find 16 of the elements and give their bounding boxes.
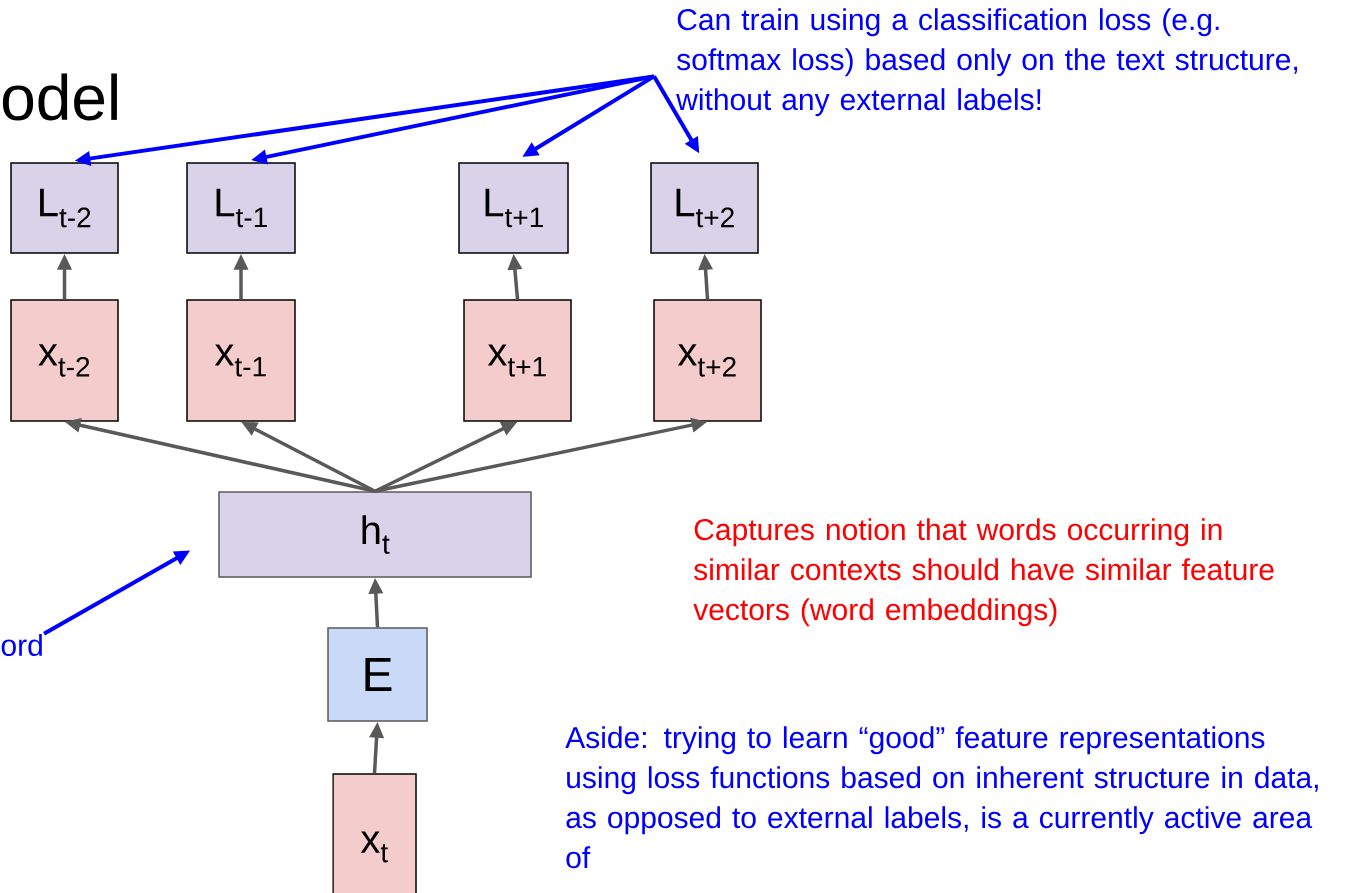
loss-box: L$_{t+1}$	[458, 162, 569, 254]
loss-box: L$_{t+2}$	[650, 162, 759, 254]
note-text: Aside: trying to learn “good” feature representations using loss functions based on inherent structure in data, as opposed to external labels, is a currently active area of	[565, 726, 1318, 869]
note-text: Captures notion that words occurring in similar contexts should have similar feature vectors (word embeddings)	[693, 518, 1274, 627]
word-box: x$_{t+2}$	[653, 299, 762, 422]
note-text: ord	[1, 634, 42, 656]
word-box: x$_{t}$	[332, 773, 417, 893]
loss-box: L$_{t-2}$	[10, 162, 119, 254]
embedding-box: E	[327, 627, 428, 722]
hidden-box: h$_{t}$	[218, 491, 532, 578]
word-box: x$_{t-1}$	[186, 299, 296, 422]
word-box: x$_{t-2}$	[10, 299, 119, 422]
slide-title: odel	[2, 73, 117, 121]
loss-box: L$_{t-1}$	[186, 162, 296, 254]
word-box: x$_{t+1}$	[463, 299, 572, 422]
note-text: Can train using a classification loss (e.g. softmax loss) based only on the text structure, without any external labels!	[676, 8, 1298, 117]
